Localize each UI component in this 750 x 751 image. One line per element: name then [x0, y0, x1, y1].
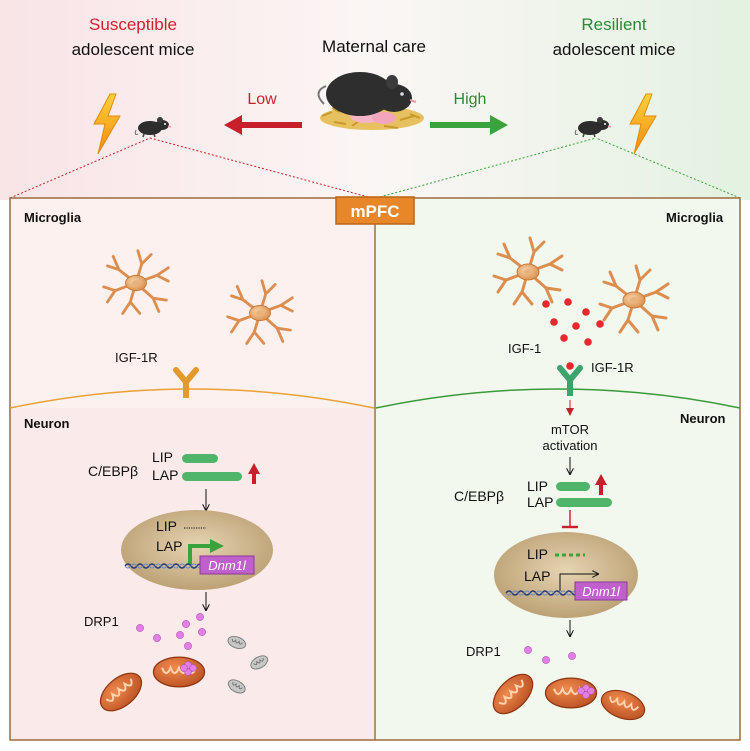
right-nucleus-lap-label: LAP: [524, 568, 550, 584]
left-nucleus-lap-label: LAP: [156, 538, 182, 554]
left-lap-label: LAP: [152, 467, 178, 483]
left-gene-label: Dnm1l: [208, 558, 247, 573]
right-weak-transcription-arrow: [559, 574, 598, 591]
right-increase-arrow: [595, 474, 607, 495]
left-neuron-membrane: [9, 388, 375, 409]
right-mtor-label-2: activation: [543, 438, 598, 453]
low-label: Low: [247, 91, 277, 108]
left-increase-arrow: [248, 463, 260, 484]
right-igf1r-label: IGF-1R: [591, 360, 634, 375]
right-microglia-label: Microglia: [666, 210, 724, 225]
right-gene-box: [574, 581, 628, 601]
left-lap-bar: [182, 472, 242, 481]
right-lip-bar: [556, 482, 590, 491]
left-nucleus-lip-label: LIP: [156, 518, 177, 534]
left-neuron-label: Neuron: [24, 416, 70, 431]
left-igf1r-label: IGF-1R: [115, 350, 158, 365]
mpfc-badge: mPFC: [335, 196, 415, 225]
right-lap-label: LAP: [527, 494, 553, 510]
mpfc-label: mPFC: [350, 202, 399, 221]
left-nucleus: [121, 510, 273, 590]
right-igf1-dots: [542, 298, 604, 370]
right-drp1-ring: [577, 684, 595, 699]
right-inhibition-symbol: [562, 510, 578, 529]
high-label: High: [454, 91, 487, 108]
right-drp1-dots: [524, 646, 576, 664]
left-zoom-line-a: [9, 137, 151, 199]
right-cebpb-label: C/EBPβ: [454, 488, 504, 504]
right-igf1-label: IGF-1: [508, 341, 541, 356]
right-panel-background: [376, 198, 740, 740]
right-zoom-line-b: [595, 137, 741, 199]
low-arrow: [224, 115, 302, 135]
right-neuron-membrane: [375, 388, 741, 409]
maternal-care-title: Maternal care: [322, 37, 426, 56]
right-gene-label: Dnm1l: [582, 584, 621, 599]
left-lip-label: LIP: [152, 449, 173, 465]
left-gene-box: [199, 555, 255, 575]
left-lip-bar: [182, 454, 218, 463]
right-nucleus-lip-label: LIP: [527, 546, 548, 562]
left-receptor-icon: [173, 367, 199, 398]
right-drp1-label: DRP1: [466, 644, 501, 659]
right-receptor-icon: [557, 365, 583, 396]
right-lap-bar: [556, 498, 612, 507]
right-title-line1: Resilient: [581, 15, 646, 34]
right-mtor-label-1: mTOR: [551, 422, 589, 437]
left-transcription-arrowhead: [210, 539, 224, 553]
mother-mouse-icon: [317, 72, 424, 130]
left-transcription-arrow: [188, 544, 214, 565]
right-title-line2: adolescent mice: [553, 40, 676, 59]
left-title-line1: Susceptible: [89, 15, 177, 34]
left-cebpb-label: C/EBPβ: [88, 463, 138, 479]
right-lip-label: LIP: [527, 478, 548, 494]
left-drp1-dots: [136, 613, 206, 650]
left-title-line2: adolescent mice: [72, 40, 195, 59]
right-nucleus: [494, 532, 638, 618]
left-mitochondrion-icon-1: [152, 656, 206, 688]
right-neuron-label: Neuron: [680, 411, 726, 426]
high-arrow: [430, 115, 508, 135]
left-microglia-label: Microglia: [24, 210, 82, 225]
left-drp1-label: DRP1: [84, 614, 119, 629]
left-drp1-ring: [180, 661, 197, 676]
